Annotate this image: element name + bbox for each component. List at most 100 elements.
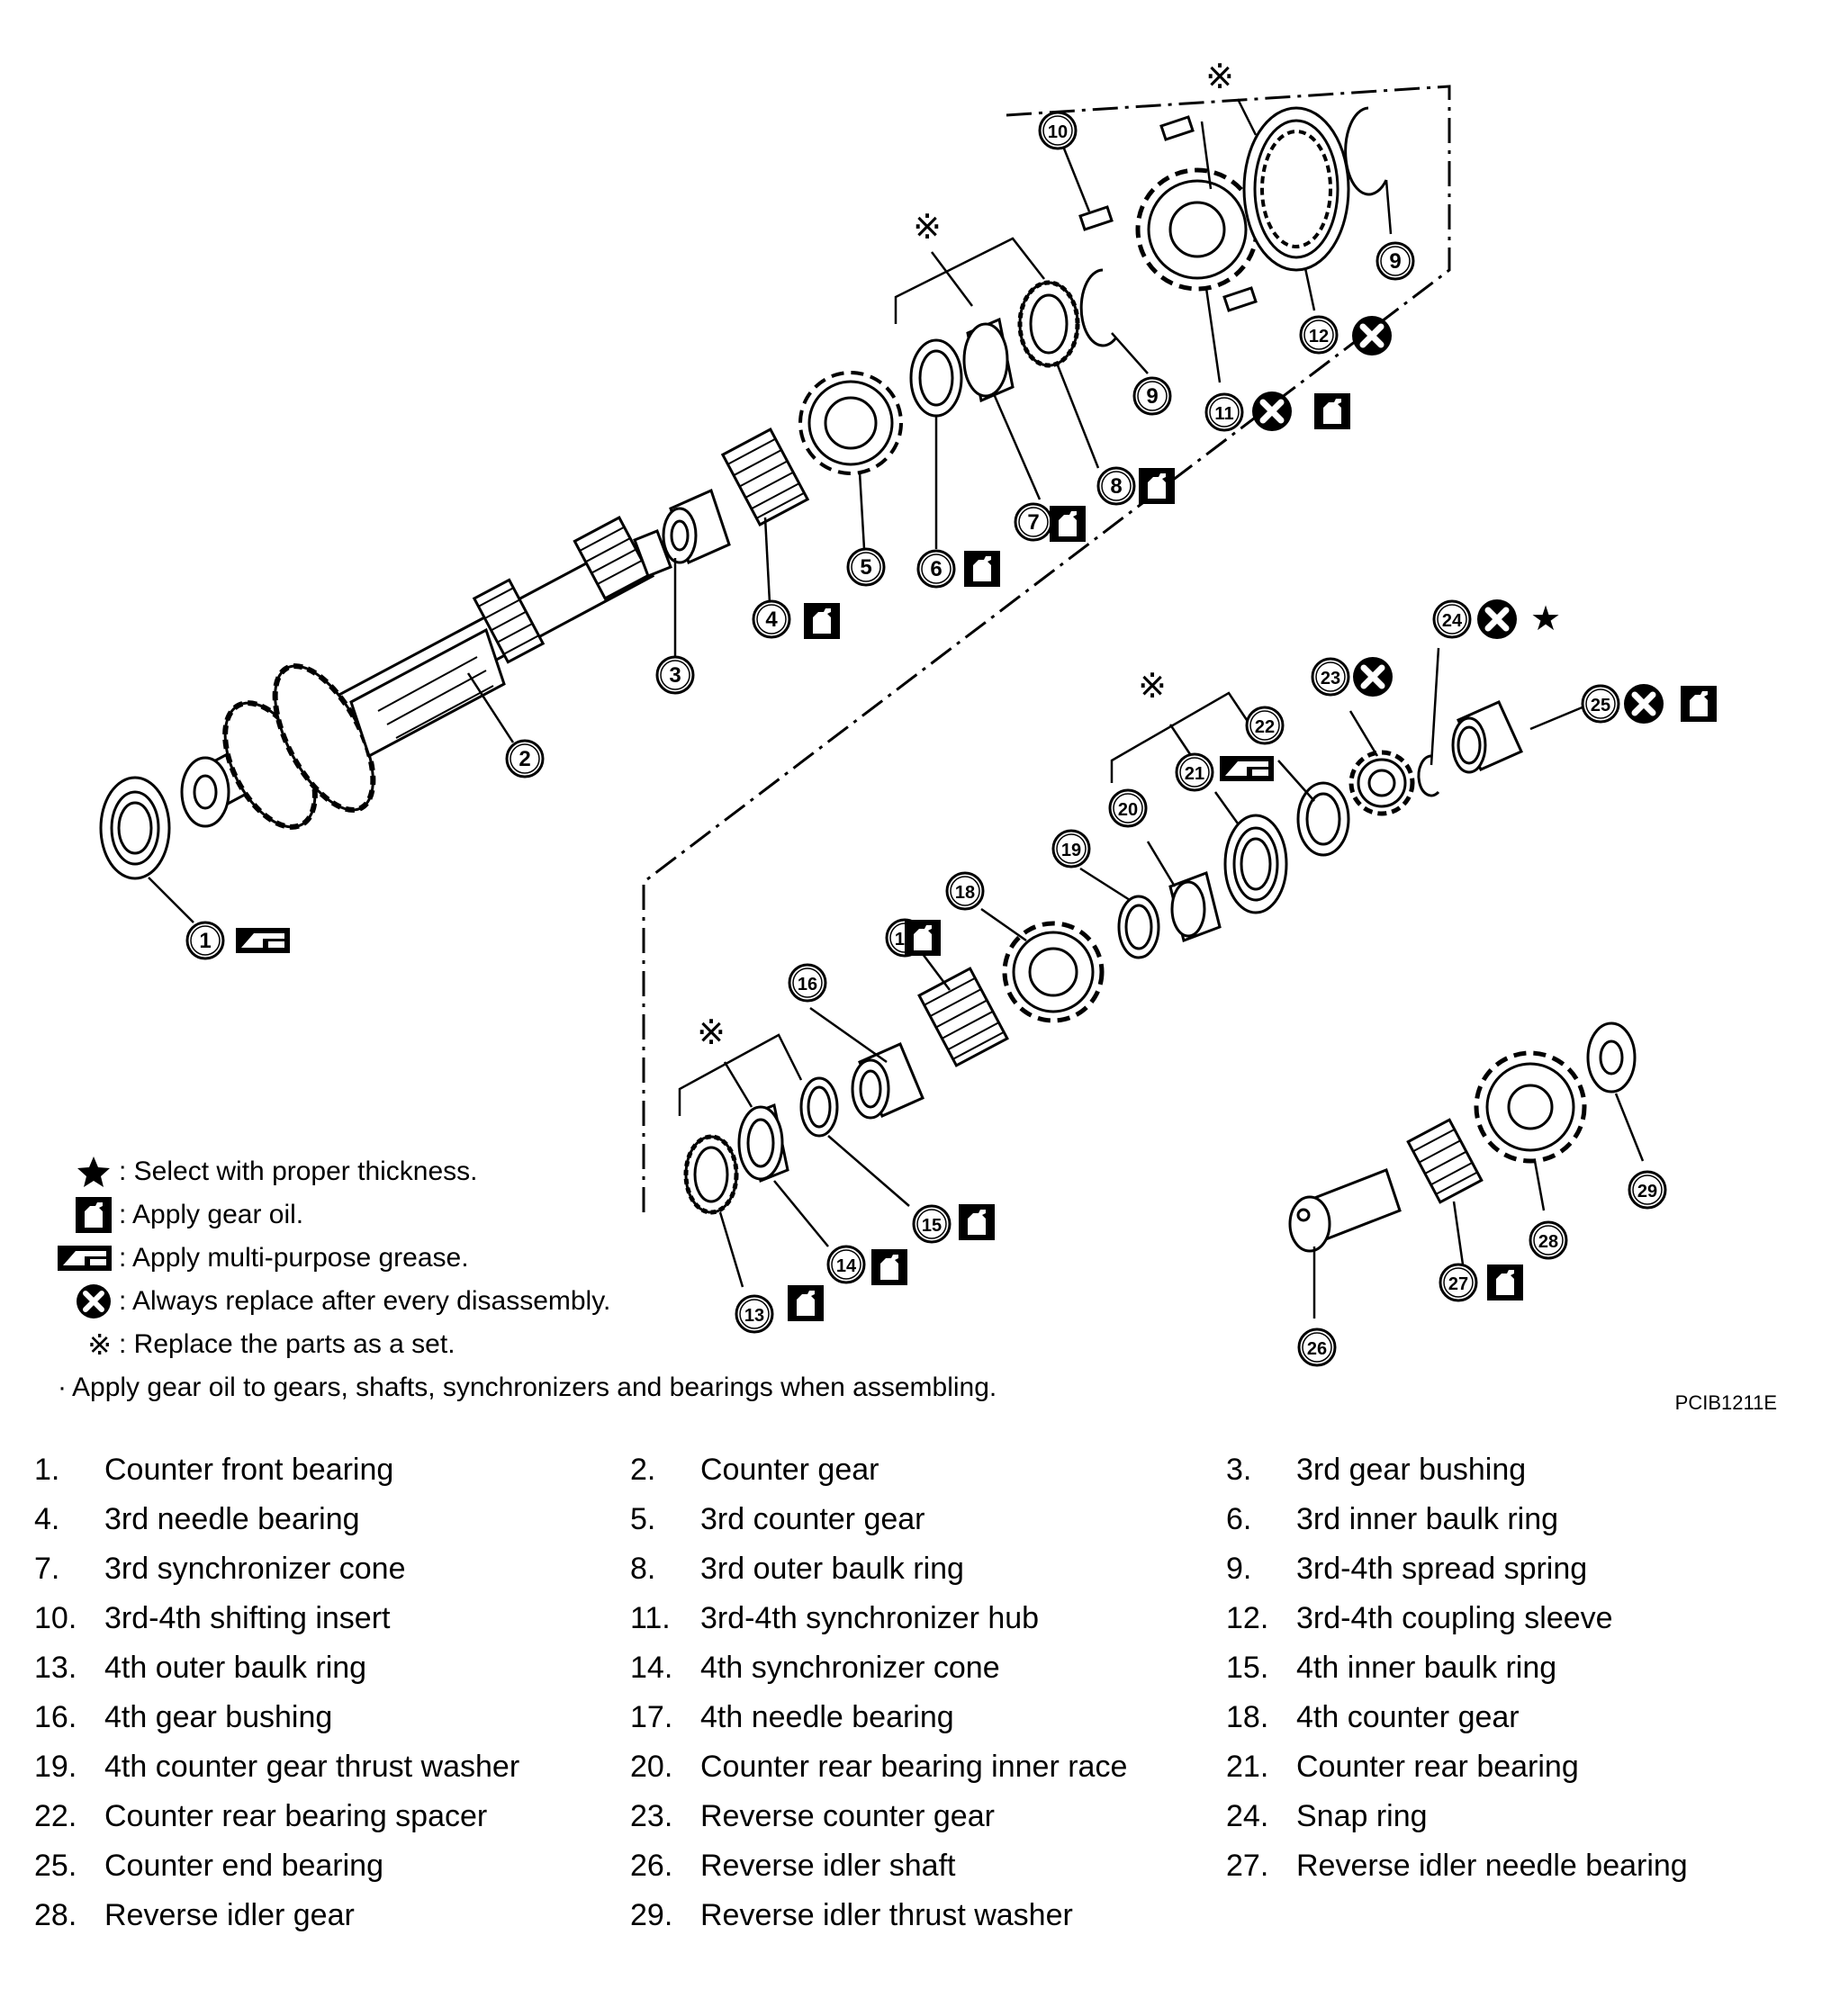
callout-11: 11	[1204, 392, 1244, 432]
part-number: 25.	[34, 1849, 77, 1883]
part-item: 27. Reverse idler needle bearing	[1226, 1843, 1688, 1888]
part-item: 16.4th gear bushing	[34, 1695, 332, 1740]
replace-x-icon	[1252, 392, 1292, 431]
reverse-counter-gear	[1348, 750, 1415, 816]
part-name: 4th counter gear thrust washer	[104, 1750, 520, 1784]
callout-21: 21	[1175, 752, 1214, 792]
callout-27: 27	[1439, 1263, 1478, 1302]
part-number: 13.	[34, 1651, 77, 1685]
part-name: 3rd-4th spread spring	[1296, 1552, 1588, 1586]
part-number: 7.	[34, 1552, 60, 1586]
part-item: 17.4th needle bearing	[630, 1695, 954, 1740]
part-name: 3rd gear bushing	[1296, 1453, 1527, 1487]
counter-rear-bearing-spacer	[1296, 781, 1350, 857]
legend-row: : Apply multi-purpose grease.	[40, 1238, 469, 1278]
part-number: 20.	[630, 1750, 673, 1784]
bullet-dot: ·	[58, 1372, 67, 1402]
part-number: 11.	[630, 1601, 671, 1635]
callout-5: 5	[846, 547, 886, 587]
callout-26: 26	[1297, 1328, 1337, 1367]
part-number: 23.	[630, 1799, 673, 1833]
callout-number: 3	[669, 663, 681, 688]
3rd-4th-shifting-insert	[1078, 115, 1258, 312]
grease-icon	[236, 928, 290, 953]
callout-number: 4	[765, 608, 778, 632]
callout-number: 10	[1048, 122, 1068, 142]
part-item: 19. 4th counter gear thrust washer	[34, 1744, 519, 1789]
part-number: 29.	[630, 1898, 673, 1932]
part-number: 18.	[1226, 1700, 1269, 1734]
4th-inner-baulk-ring	[799, 1076, 839, 1138]
part-name: Reverse idler shaft	[700, 1849, 956, 1883]
part-name: Reverse counter gear	[700, 1799, 995, 1833]
set-mark: ※	[697, 1012, 726, 1052]
oil-can-icon	[1139, 468, 1175, 504]
part-name: Reverse idler needle bearing	[1296, 1849, 1688, 1883]
part-item: 1.Counter front bearing	[34, 1447, 393, 1492]
3rd-gear-bushing	[662, 488, 731, 565]
part-item: 8. 3rd outer baulk ring	[630, 1546, 964, 1591]
part-number: 24.	[1226, 1799, 1269, 1833]
part-number: 3.	[1226, 1453, 1252, 1487]
part-name: 3rd-4th synchronizer hub	[700, 1601, 1040, 1635]
3rd-4th-synchronizer-hub	[1135, 167, 1259, 292]
part-item: 25.Counter end bearing	[34, 1843, 383, 1888]
counter-front-bearing	[99, 776, 171, 880]
part-number: 27.	[1226, 1849, 1269, 1883]
3rd-synchronizer-cone	[962, 317, 1015, 403]
callout-number: 15	[922, 1216, 942, 1236]
legend-text: : Select with proper thickness.	[119, 1156, 478, 1186]
oil-can-icon	[1681, 686, 1717, 722]
part-number: 16.	[34, 1700, 77, 1734]
callout-9: 9	[1375, 241, 1415, 281]
callout-number: 12	[1309, 327, 1329, 346]
part-item: 22.Counter rear bearing spacer	[34, 1794, 487, 1839]
part-item: 24.Snap ring	[1226, 1794, 1428, 1839]
callout-number: 11	[1214, 404, 1233, 424]
legend-text: : Apply gear oil.	[119, 1200, 304, 1229]
legend-text: Apply gear oil to gears, shafts, synchro…	[72, 1372, 997, 1402]
oil-can-icon	[964, 551, 1000, 587]
part-item: 20.Counter rear bearing inner race	[630, 1744, 1127, 1789]
legend-text: : Apply multi-purpose grease.	[119, 1243, 469, 1273]
part-number: 19.	[34, 1750, 77, 1784]
callout-29: 29	[1628, 1170, 1667, 1210]
callout-number: 27	[1448, 1274, 1468, 1294]
callout-number: 24	[1442, 611, 1463, 631]
oil-can-icon	[871, 1249, 907, 1285]
callout-number: 25	[1591, 696, 1610, 716]
callout-15: 15	[912, 1204, 952, 1244]
callout-18: 18	[945, 871, 985, 911]
part-number: 9.	[1226, 1552, 1252, 1586]
set-mark: ※	[1138, 666, 1167, 706]
legend-text: : Always replace after every disassembly…	[119, 1286, 611, 1316]
replace-x-icon	[1624, 684, 1664, 724]
oil-can-icon	[40, 1197, 112, 1233]
reverse-idler-gear	[1474, 1050, 1587, 1164]
part-number: 17.	[630, 1700, 673, 1734]
oil-can-icon	[959, 1204, 995, 1240]
part-number: 15.	[1226, 1651, 1269, 1685]
part-item: 10.3rd-4th shifting insert	[34, 1596, 391, 1641]
callout-8: 8	[1096, 466, 1136, 506]
grease-icon	[1220, 756, 1274, 781]
4th-counter-gear-thrust-washer	[1117, 895, 1160, 959]
legend-row: : Always replace after every disassembly…	[40, 1282, 610, 1321]
leader-lines	[148, 143, 1645, 1318]
legend-row: ※ : Replace the parts as a set.	[40, 1325, 455, 1364]
part-number: 8.	[630, 1552, 656, 1586]
legend-row: : Apply gear oil.	[40, 1195, 303, 1235]
callout-12: 12	[1299, 315, 1339, 355]
part-number: 22.	[34, 1799, 77, 1833]
part-name: Reverse idler thrust washer	[700, 1898, 1073, 1932]
replace-x-icon	[40, 1283, 112, 1319]
part-item: 23. Reverse counter gear	[630, 1794, 995, 1839]
part-item: 14.4th synchronizer cone	[630, 1645, 1000, 1690]
callout-20: 20	[1108, 788, 1148, 828]
counter-rear-bearing	[1223, 814, 1288, 914]
oil-can-icon	[905, 920, 941, 956]
callout-9: 9	[1132, 376, 1172, 416]
callout-14: 14	[826, 1245, 866, 1284]
part-name: 3rd outer baulk ring	[700, 1552, 964, 1586]
oil-can-icon	[788, 1285, 824, 1321]
